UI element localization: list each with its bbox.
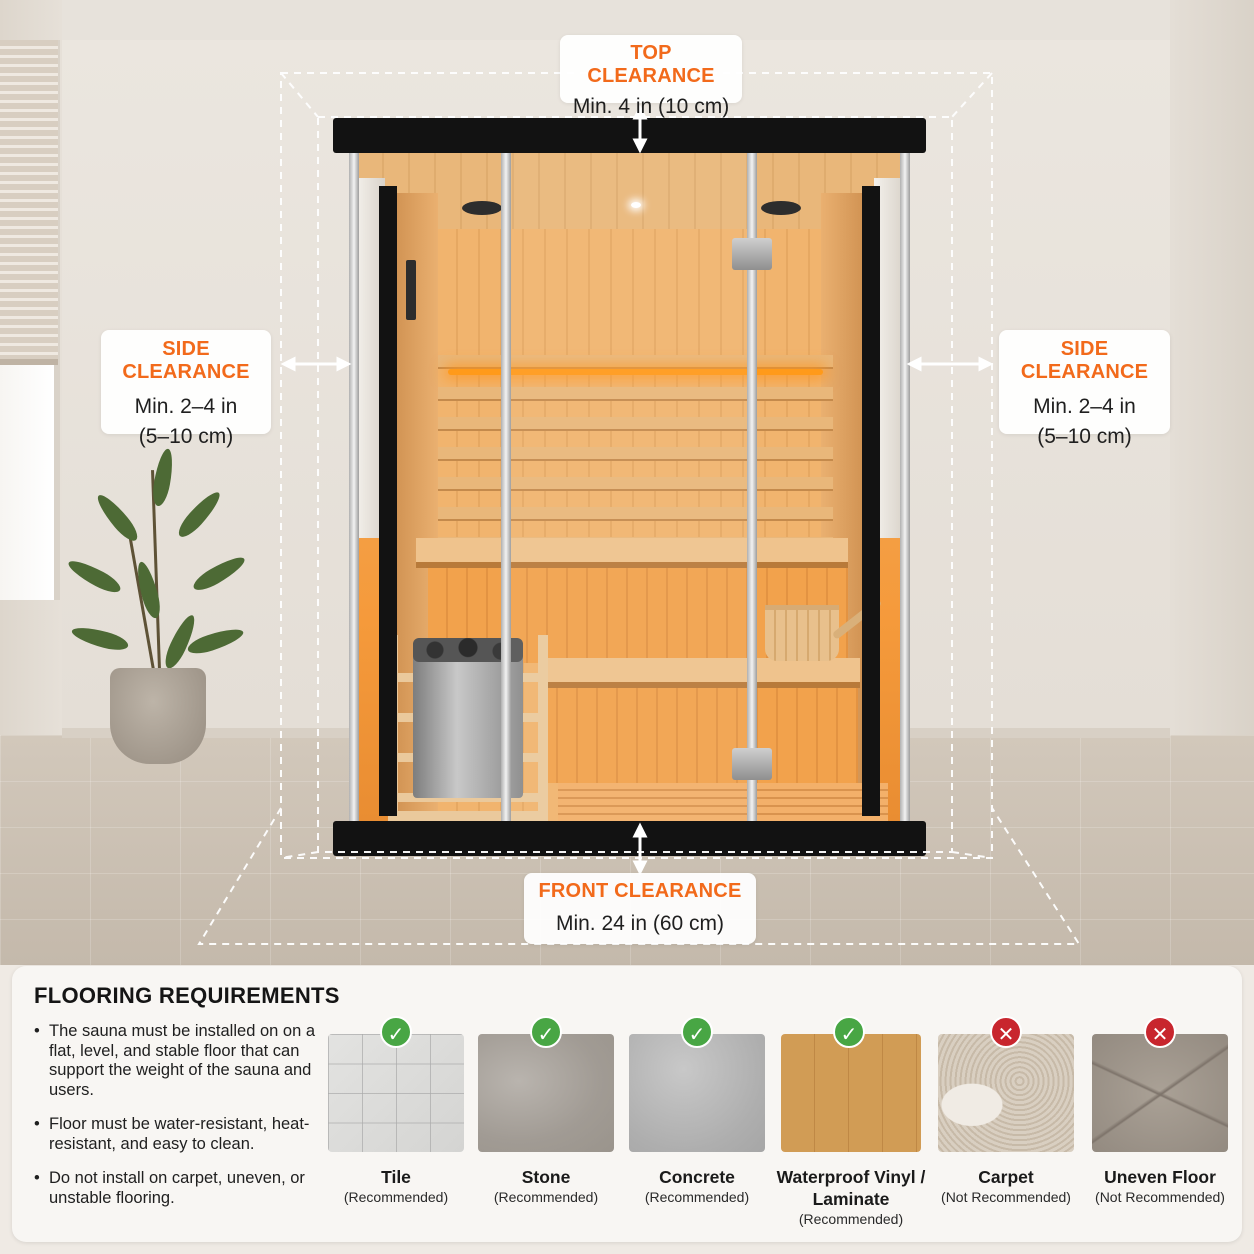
requirement-item: The sauna must be installed on on a flat… [34, 1022, 319, 1100]
sauna-roof [333, 118, 926, 153]
glass-frame-center [501, 153, 511, 821]
flooring-type-name: Tile [381, 1167, 411, 1187]
check-icon: ✓ [380, 1016, 412, 1048]
flooring-type-tile: ✓ Tile (Recommended) [328, 1016, 464, 1205]
check-icon: ✓ [681, 1016, 713, 1048]
flooring-type-stone: ✓ Stone (Recommended) [478, 1016, 614, 1205]
flooring-type-carpet: ✕ Carpet (Not Recommended) [938, 1016, 1074, 1205]
side-left-clearance-label: SIDE CLEARANCE Min. 2–4 in (5–10 cm) [101, 330, 271, 448]
clearance-outline [197, 72, 1081, 945]
door-hinge-bottom [732, 748, 772, 780]
sauna-ceiling [358, 153, 901, 229]
ceiling-light [631, 202, 641, 208]
front-clearance-label: FRONT CLEARANCE Min. 24 in (60 cm) [524, 873, 756, 944]
concrete-swatch [629, 1034, 765, 1152]
sauna-bucket [765, 605, 839, 661]
carpet-swatch [938, 1034, 1074, 1152]
sauna-base [333, 821, 926, 856]
side-right-clearance-label: SIDE CLEARANCE Min. 2–4 in (5–10 cm) [999, 330, 1170, 448]
flooring-type-note: (Recommended) [493, 1189, 599, 1205]
plant-pot [110, 668, 206, 764]
sauna-floor [558, 783, 888, 821]
flooring-type-name: Stone [521, 1167, 571, 1187]
uneven-floor-swatch [1092, 1034, 1228, 1152]
top-clearance-label: TOP CLEARANCE Min. 4 in (10 cm) [560, 35, 742, 118]
check-icon: ✓ [530, 1016, 562, 1048]
side-left-clearance-value-line2: (5–10 cm) [138, 425, 234, 449]
check-icon: ✓ [833, 1016, 865, 1048]
door-frame [747, 153, 757, 821]
glass-frame-right [900, 153, 910, 821]
front-clearance-title: FRONT CLEARANCE [538, 880, 742, 902]
x-icon: ✕ [1144, 1016, 1176, 1048]
window-blinds [0, 40, 58, 365]
requirement-item: Floor must be water-resistant, heat-resi… [34, 1115, 319, 1154]
lower-bench [538, 658, 860, 688]
flooring-type-vinyl: ✓ Waterproof Vinyl / Laminate (Recommend… [777, 1016, 925, 1227]
x-icon: ✕ [990, 1016, 1022, 1048]
flooring-type-name: Carpet [978, 1167, 1034, 1187]
speaker-icon [462, 201, 502, 215]
flooring-type-note: (Recommended) [343, 1189, 449, 1205]
tile-swatch [328, 1034, 464, 1152]
flooring-title: FLOORING REQUIREMENTS [34, 983, 340, 1008]
side-right-clearance-value-line2: (5–10 cm) [1037, 425, 1132, 449]
clearance-arrows [280, 104, 994, 876]
front-clearance-value: Min. 24 in (60 cm) [555, 912, 725, 935]
flooring-requirements-panel: FLOORING REQUIREMENTS The sauna must be … [12, 966, 1242, 1242]
led-light-strip [448, 369, 823, 375]
flooring-type-note: (Recommended) [798, 1211, 904, 1227]
glass-frame-left [349, 153, 359, 821]
sauna-cabin [333, 118, 926, 856]
flooring-type-note: (Not Recommended) [941, 1189, 1071, 1205]
stone-swatch [478, 1034, 614, 1152]
side-right-clearance-title: SIDE CLEARANCE [1020, 338, 1149, 383]
control-panel [406, 260, 416, 320]
flooring-type-name: Concrete [659, 1167, 735, 1187]
speaker-icon [761, 201, 801, 215]
right-wall [1170, 0, 1254, 800]
side-left-clearance-title: SIDE CLEARANCE [122, 338, 250, 383]
upper-bench [416, 538, 848, 568]
flooring-type-name: Uneven Floor [1104, 1167, 1216, 1187]
flooring-type-name: Waterproof Vinyl / Laminate [776, 1167, 926, 1209]
room-scene: TOP CLEARANCE Min. 4 in (10 cm) SIDE CLE… [0, 0, 1254, 965]
side-left-clearance-value-line1: Min. 2–4 in [134, 395, 238, 418]
room-ceiling [0, 0, 1254, 40]
top-clearance-title: TOP CLEARANCE [587, 42, 715, 87]
flooring-type-note: (Not Recommended) [1095, 1189, 1225, 1205]
flooring-type-uneven: ✕ Uneven Floor (Not Recommended) [1092, 1016, 1228, 1205]
vinyl-swatch [781, 1034, 921, 1152]
top-clearance-value: Min. 4 in (10 cm) [572, 95, 730, 118]
glass-door [511, 153, 747, 821]
flooring-type-note: (Recommended) [644, 1189, 750, 1205]
door-hinge-top [732, 238, 772, 270]
flooring-type-concrete: ✓ Concrete (Recommended) [629, 1016, 765, 1205]
requirements-list: The sauna must be installed on on a flat… [34, 1022, 319, 1223]
side-right-clearance-value-line1: Min. 2–4 in [1033, 395, 1136, 418]
requirement-item: Do not install on carpet, uneven, or uns… [34, 1169, 319, 1208]
flooring-types: ✓ Tile (Recommended) ✓ Stone (Recommende… [328, 1016, 1232, 1234]
